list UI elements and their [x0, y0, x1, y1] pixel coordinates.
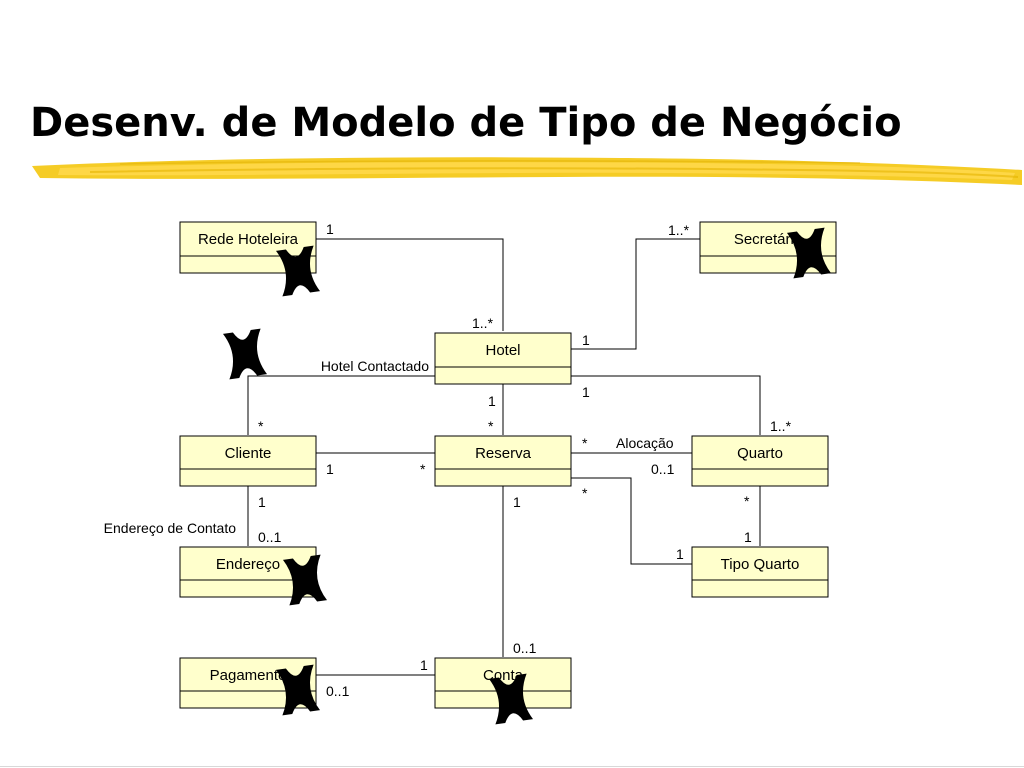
mult-endereco-from-cliente: 0..1	[258, 529, 282, 545]
mult-reserva-from-hotel: *	[488, 418, 494, 434]
class-quarto[interactable]: Quarto	[691, 435, 829, 487]
mult-quarto-from-tipo: *	[744, 493, 750, 509]
class-name: Tipo Quarto	[721, 556, 800, 573]
title-underline-brush	[32, 157, 1022, 185]
mult-reserva-from-cliente: *	[420, 461, 426, 477]
class-name: Reserva	[475, 445, 532, 462]
mult-quarto-from-hotel: 1..*	[770, 418, 792, 434]
class-rede-hoteleira[interactable]: Rede Hoteleira	[179, 221, 317, 274]
mult-tipo-from-quarto: 1	[744, 529, 752, 545]
mult-pagamento-from-conta: 0..1	[326, 683, 350, 699]
slide-title: Desenv. de Modelo de Tipo de Negócio	[30, 100, 902, 146]
mult-reserva-from-tipo: *	[582, 485, 588, 501]
mult-rede: 1	[326, 221, 334, 237]
mult-reserva-from-quarto: *	[582, 435, 588, 451]
mult-reserva-from-conta: 1	[513, 494, 521, 510]
assoc-secretaria-hotel	[571, 238, 700, 350]
assoc-label-endereco-contato: Endereço de Contato	[104, 520, 237, 536]
mult-secretaria: 1..*	[668, 222, 690, 238]
class-hotel[interactable]: Hotel	[434, 332, 572, 385]
class-reserva[interactable]: Reserva	[434, 435, 572, 487]
class-name: Secretária	[734, 231, 803, 248]
class-name: Rede Hoteleira	[198, 231, 299, 248]
cross-mark-hotel-contactado-icon	[222, 328, 268, 380]
mult-hotel-from-secretaria: 1	[582, 332, 590, 348]
assoc-rede-hotel	[316, 238, 504, 331]
assoc-hotel-contactado	[247, 375, 435, 435]
class-name: Endereço	[216, 556, 280, 573]
mult-hotel-from-quarto: 1	[582, 384, 590, 400]
class-name: Hotel	[485, 342, 520, 359]
assoc-reserva-tipo-quarto	[571, 477, 692, 565]
association-lines	[247, 238, 761, 676]
mult-hotel-from-rede: 1..*	[472, 315, 494, 331]
assoc-label-alocacao: Alocação	[616, 435, 674, 451]
mult-hotel-from-reserva: 1	[488, 393, 496, 409]
mult-cliente-from-hotel: *	[258, 418, 264, 434]
assoc-hotel-quarto	[571, 375, 761, 435]
class-name: Quarto	[737, 445, 783, 462]
class-tipo-quarto[interactable]: Tipo Quarto	[691, 546, 829, 598]
assoc-label-hotel-contactado: Hotel Contactado	[321, 358, 429, 374]
mult-tipo-from-reserva: 1	[676, 546, 684, 562]
bottom-divider	[0, 766, 1024, 767]
mult-quarto-from-reserva: 0..1	[651, 461, 675, 477]
class-cliente[interactable]: Cliente	[179, 435, 317, 487]
class-name: Pagamento	[210, 667, 287, 684]
mult-cliente-from-endereco: 1	[258, 494, 266, 510]
mult-cliente-from-reserva: 1	[326, 461, 334, 477]
mult-conta-from-reserva: 0..1	[513, 640, 537, 656]
mult-conta-from-pagamento: 1	[420, 657, 428, 673]
multiplicity-labels: 1 1..* 1..* 1 1 1..* 1 * * 1 * * 0..1 * …	[258, 221, 792, 699]
class-name: Cliente	[225, 445, 272, 462]
